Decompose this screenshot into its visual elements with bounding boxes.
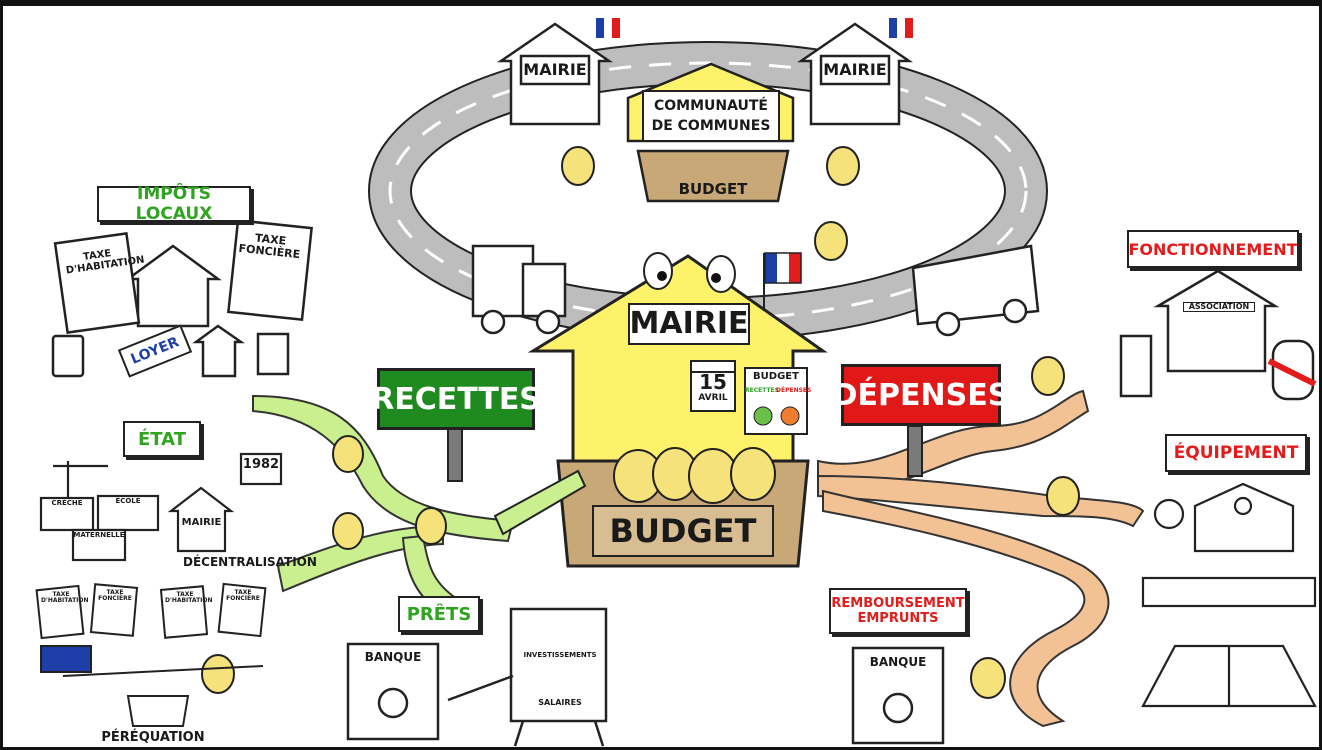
maternelle-label: MATERNELLE (73, 531, 125, 539)
ladder-icon (493, 469, 587, 536)
money-sack-icons (201, 146, 1080, 699)
sign-posts (447, 425, 923, 482)
communaute-label: COMMUNAUTÉ DE COMMUNES (651, 98, 771, 134)
bus-icon (911, 244, 1040, 337)
etat-title: ÉTAT (123, 421, 201, 457)
flag-icon (596, 18, 913, 311)
recettes-sign: RECETTES (371, 368, 541, 430)
perequation-doc-1: TAXE D'HABITATION (41, 591, 89, 605)
calendar-month: AVRIL (698, 393, 728, 403)
calendar-icon (690, 360, 736, 412)
salaires-label: SALAIRES (538, 698, 582, 707)
depenses-sign: DÉPENSES (833, 364, 1009, 426)
fonctionnement-illustration (1119, 269, 1317, 401)
central-budget-label: BUDGET (609, 512, 757, 550)
communaute-budget-label: BUDGET (678, 180, 748, 198)
top-mairie-right-label: MAIRIE (823, 60, 887, 79)
remboursement-emprunts-title: REMBOURSEMENT EMPRUNTS (829, 588, 967, 634)
perequation-doc-2: TAXE FONCIÈRE (98, 589, 132, 603)
equipement-title: ÉQUIPEMENT (1165, 434, 1307, 472)
communaute-house (626, 62, 795, 203)
central-budget-basket (556, 447, 810, 568)
illustration-canvas (35, 18, 1317, 747)
perequation-doc-4: TAXE FONCIÈRE (226, 589, 260, 603)
banque-right-label: BANQUE (869, 655, 927, 669)
association-label: ASSOCIATION (1183, 302, 1255, 313)
top-mairie-houses (496, 22, 914, 126)
perequation-doc-3: TAXE D'HABITATION (165, 591, 213, 605)
perequation-illustration (35, 582, 267, 727)
impots-locaux-title: IMPÔTS LOCAUX (97, 184, 251, 224)
etat-mairie-label: MAIRIE (181, 517, 222, 528)
prets-title: PRÊTS (398, 596, 480, 632)
fonctionnement-title: FONCTIONNEMENT (1127, 230, 1299, 268)
etat-illustration (39, 452, 283, 562)
truck-icon (471, 244, 567, 335)
bank-icons (346, 642, 945, 745)
ecole-label: ÉCOLE (115, 497, 141, 505)
budget-doc-title: BUDGET (753, 371, 799, 382)
central-mairie-label: MAIRIE (629, 306, 749, 341)
flipchart-icon (447, 607, 608, 747)
banque-left-label: BANQUE (364, 650, 422, 664)
budget-doc-recettes: RECETTES (745, 387, 779, 394)
budget-doc-depenses: DÉPENSES (776, 387, 812, 394)
budget-document-icon (744, 367, 808, 435)
impots-illustration (51, 219, 313, 378)
creche-label: CRÈCHE (51, 499, 83, 507)
equipement-illustration (1141, 482, 1317, 708)
perequation-label: PÉRÉQUATION (101, 730, 205, 745)
top-mairie-left-label: MAIRIE (523, 60, 587, 79)
calendar-day: 15 (699, 370, 727, 394)
decentralisation-label: DÉCENTRALISATION (183, 555, 317, 569)
year-calendar: 1982 (242, 457, 280, 472)
investissements-label: INVESTISSEMENTS (523, 651, 597, 659)
